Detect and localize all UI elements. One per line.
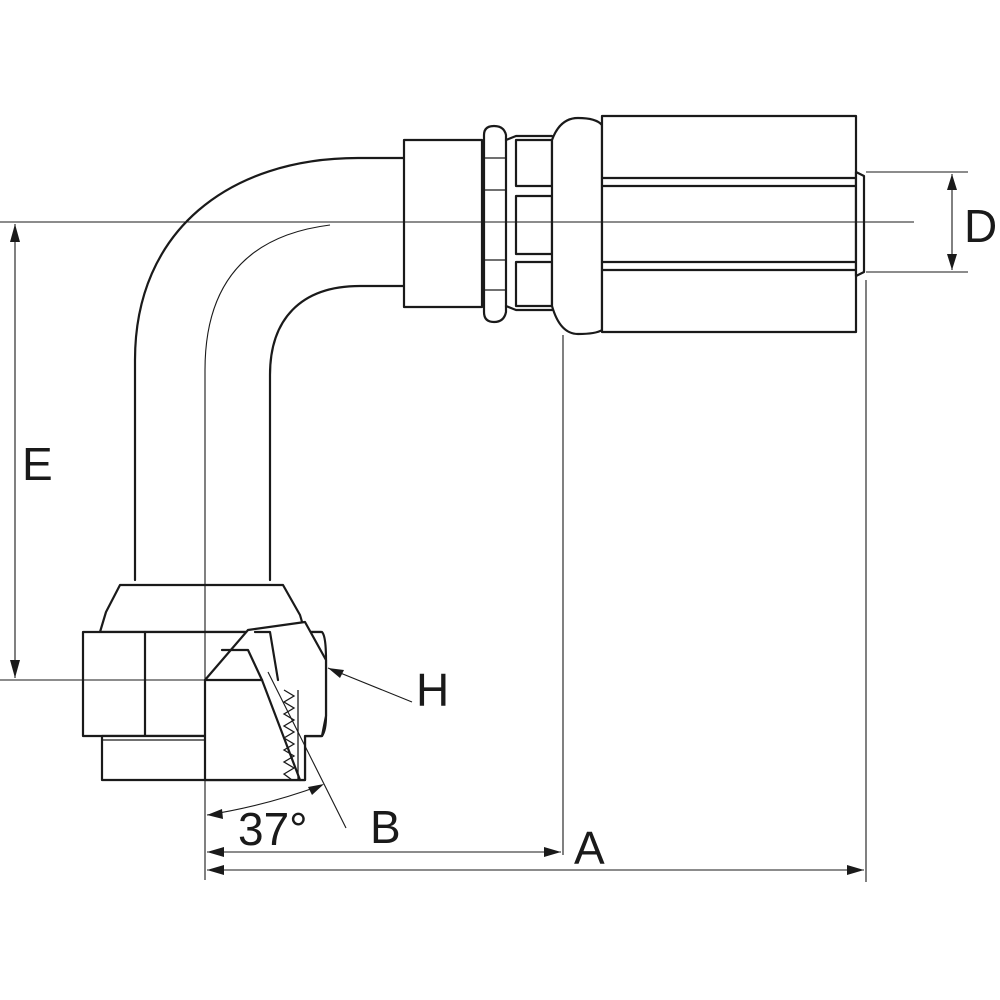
tube-collar — [402, 138, 484, 309]
straight-fitting — [402, 114, 866, 336]
label-e: E — [22, 438, 53, 490]
ferrule-waist — [550, 116, 604, 336]
centerlines — [0, 221, 914, 880]
crimp-finger-mid — [514, 194, 554, 256]
thread-profile — [282, 689, 296, 781]
dimension-e: E — [10, 224, 53, 678]
label-angle: 37° — [238, 803, 308, 855]
ferrule-sleeve — [600, 114, 858, 334]
ferrule-end-lip — [854, 170, 866, 278]
crimp-finger-bottom — [514, 260, 554, 308]
leader-h: H — [327, 664, 449, 716]
leader-b: B — [267, 671, 401, 853]
nut-chamfer-cap — [98, 583, 307, 634]
label-d: D — [964, 200, 997, 252]
dimension-d: D — [866, 171, 997, 273]
label-a: A — [574, 822, 605, 874]
elbow-tube — [133, 156, 406, 582]
dimension-angle: 37° — [206, 784, 324, 855]
label-h: H — [416, 664, 449, 716]
cutaway-section — [203, 620, 328, 782]
dimension-a: A — [207, 280, 867, 882]
label-b: B — [370, 801, 401, 853]
crimp-finger-top — [514, 138, 554, 188]
hex-nut — [482, 124, 508, 324]
